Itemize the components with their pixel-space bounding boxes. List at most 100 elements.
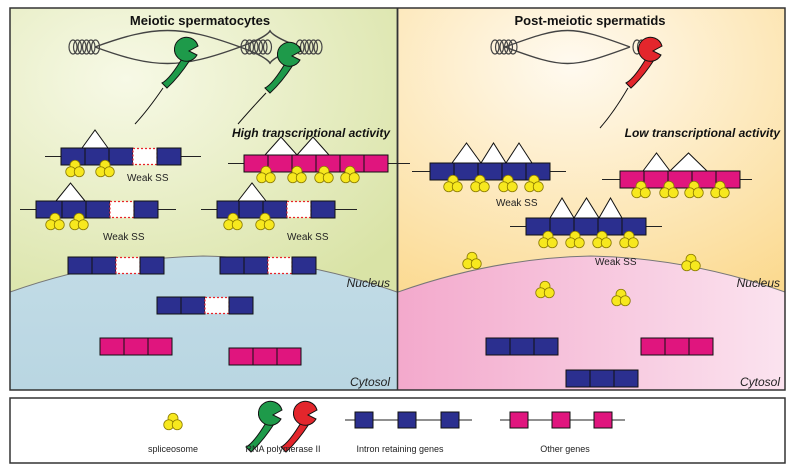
spliceosome-subunit [532, 181, 544, 193]
intron-gene-exon [549, 217, 575, 236]
splice-junction [573, 197, 600, 219]
splice-junction [669, 152, 708, 172]
weak-ss-label: Weak SS [287, 232, 329, 243]
dna-coil [249, 39, 259, 55]
spliceosome-subunit [689, 260, 701, 272]
right-activity-label: Low transcriptional activity [625, 126, 782, 140]
other-gene-exon [640, 337, 666, 356]
spliceosome-icon [45, 212, 65, 231]
weak-ss-label: Weak SS [103, 232, 145, 243]
right-nucleus-label: Nucleus [737, 276, 780, 290]
spliceosome-subunit [103, 166, 115, 178]
polymerase-body [173, 36, 199, 62]
rna-polymerase-icon [237, 41, 302, 125]
intron-gene-exon [133, 200, 159, 219]
dna-strand [94, 29, 241, 48]
spliceosome-icon [619, 230, 639, 249]
spliceosome-icon [443, 174, 463, 193]
gene-transcript [45, 147, 201, 166]
intron-gene-exon [219, 256, 245, 275]
splice-junction [296, 136, 330, 156]
gene-transcript [228, 347, 302, 366]
dna-strand [504, 46, 631, 65]
splice-junction [55, 182, 86, 202]
spliceosome-subunit [627, 237, 639, 249]
spliceosome-icon [163, 412, 183, 431]
spliceosome-subunit [506, 181, 518, 193]
gene-transcript [640, 337, 714, 356]
spliceosome-icon [340, 165, 360, 184]
spliceosome-icon [462, 251, 482, 270]
dna-coil [86, 39, 96, 55]
dna-coil [304, 39, 314, 55]
polymerase-body [292, 400, 318, 426]
spliceosome-subunit [718, 187, 730, 199]
other-gene-exon [267, 154, 293, 173]
legend-elements [163, 400, 625, 453]
dna-coil [68, 39, 78, 55]
gene-transcript [156, 296, 254, 315]
splice-junction [642, 152, 671, 172]
gene-transcript [228, 154, 410, 173]
polymerase-stem [245, 420, 275, 453]
retained-intron [286, 200, 312, 219]
right-nucleus-area [398, 8, 785, 293]
gene-transcript [20, 200, 176, 219]
dna-coil [490, 39, 500, 55]
spliceosome-icon [681, 253, 701, 272]
spliceosome-subunit [478, 181, 490, 193]
other-gene-exon [688, 337, 714, 356]
spliceosome-icon [65, 159, 85, 178]
legend-intron-gene-exon [440, 411, 460, 429]
spliceosome-subunit [619, 295, 631, 307]
spliceosome-icon [223, 212, 243, 231]
gene-transcript [485, 337, 559, 356]
gene-transcript [201, 200, 357, 219]
dna-strand [504, 29, 631, 48]
diagram-elements [20, 29, 752, 388]
dna-coil [313, 39, 323, 55]
legend-other-gene-exon [509, 411, 529, 429]
splice-junction [264, 136, 298, 156]
dna-coil [90, 39, 101, 55]
retained-intron [204, 296, 230, 315]
polymerase-stem [625, 56, 655, 89]
polymerase-stem [264, 61, 294, 94]
legend-other-gene-exon [551, 411, 571, 429]
spliceosome-icon [538, 230, 558, 249]
intron-gene-exon [67, 256, 93, 275]
dna-coil [244, 39, 255, 55]
dna-coil [299, 39, 310, 55]
other-gene-exon [228, 347, 254, 366]
intron-gene-exon [180, 296, 206, 315]
spliceosome-subunit [546, 237, 558, 249]
right-cytosol-label: Cytosol [740, 375, 780, 389]
spliceosome-subunit [231, 219, 243, 231]
dna-coil [262, 39, 273, 55]
left-activity-label: High transcriptional activity [232, 126, 391, 140]
gene-transcript [565, 369, 639, 388]
dna-strand [239, 29, 301, 48]
intron-gene-exon [243, 256, 269, 275]
splice-junction [480, 142, 507, 164]
spliceosome-icon [287, 165, 307, 184]
intron-gene-exon [589, 369, 615, 388]
retained-intron [132, 147, 158, 166]
nascent-transcript [237, 92, 267, 125]
spliceosome-subunit [73, 166, 85, 178]
spliceosome-subunit [263, 219, 275, 231]
weak-ss-label: Weak SS [595, 257, 637, 268]
spliceosome-subunit [543, 287, 555, 299]
spliceosome-icon [659, 180, 679, 199]
spliceosome-icon [710, 180, 730, 199]
polymerase-body [637, 36, 663, 62]
other-gene-exon [664, 337, 690, 356]
intron-gene-exon [291, 256, 317, 275]
spliceosome-subunit [692, 187, 704, 199]
right-panel [398, 8, 785, 390]
legend-intron-gene-exon [397, 411, 417, 429]
splice-junction [598, 196, 623, 219]
other-gene-exon [147, 337, 173, 356]
legend-other-genes-label: Other genes [540, 444, 590, 454]
